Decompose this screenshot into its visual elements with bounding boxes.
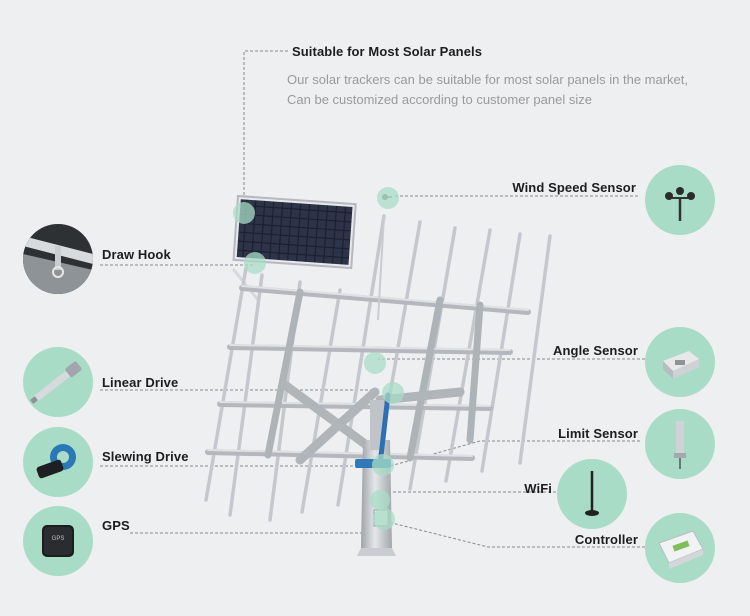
label-draw-hook: Draw Hook: [102, 247, 171, 262]
label-wind-speed-sensor: Wind Speed Sensor: [512, 180, 636, 195]
label-linear-drive: Linear Drive: [102, 375, 179, 390]
label-slewing-drive: Slewing Drive: [102, 449, 189, 464]
label-limit-sensor: Limit Sensor: [558, 426, 638, 441]
label-wifi: WiFi: [524, 481, 552, 496]
label-gps: GPS: [102, 518, 130, 533]
linear-drive-icon: [23, 347, 93, 417]
connector-lines: [100, 50, 645, 548]
draw-hook-photo-icon: [23, 224, 93, 294]
label-controller: Controller: [574, 532, 638, 547]
slewing-drive-icon: [23, 427, 93, 497]
gps-device-text: GPS: [51, 536, 65, 542]
controller-icon: [645, 513, 715, 583]
heading-description-line-2: Can be customized according to customer …: [287, 92, 592, 107]
heading-title: Suitable for Most Solar Panels: [292, 44, 483, 59]
highlight-dots: [233, 187, 404, 530]
solar-panel: [232, 194, 357, 270]
heading-description-line-1: Our solar trackers can be suitable for m…: [287, 72, 689, 87]
wind-speed-sensor-icon: [645, 165, 715, 235]
wifi-antenna-icon: [557, 459, 627, 529]
gps-device-icon: GPS: [23, 506, 93, 576]
angle-sensor-icon: [645, 327, 715, 397]
limit-sensor-icon: [645, 409, 715, 479]
label-angle-sensor: Angle Sensor: [553, 343, 638, 358]
